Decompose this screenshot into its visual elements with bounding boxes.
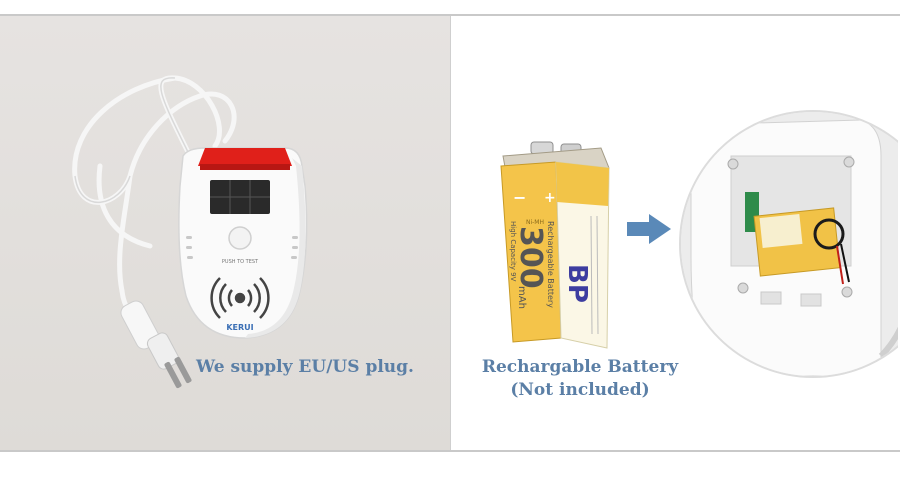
caption-battery-line1: Rechargable Battery <box>481 357 679 377</box>
detector-body: PUSH TO TEST KERUI <box>178 147 308 339</box>
battery-capacity: 300 <box>513 226 548 289</box>
alarm-led-cover <box>198 148 292 166</box>
caption-plug-note: We supply EU/US plug. <box>196 357 414 377</box>
battery-high-capacity-text: High Capacity 9V <box>509 221 517 282</box>
battery-chemistry-label: Ni-MH <box>526 219 544 226</box>
arrow-right-icon <box>627 214 671 244</box>
battery-compartment-inset <box>679 110 898 378</box>
speaker-grille-icon <box>210 277 270 319</box>
brand-logo: KERUI <box>226 323 253 332</box>
battery-minus-label: − <box>513 188 526 207</box>
gas-detector-photo: PUSH TO TEST KERUI <box>0 16 451 450</box>
battery-photo: − + Ni-MH 300 mAh Rechargeable Battery H… <box>451 16 898 450</box>
caption-battery-line2: (Not included) <box>510 380 650 400</box>
test-button[interactable] <box>228 226 252 250</box>
gas-detector-illustration: PUSH TO TEST KERUI <box>72 75 308 389</box>
nine-volt-battery: − + Ni-MH 300 mAh Rechargeable Battery H… <box>500 141 610 349</box>
battery-brand: BP <box>562 264 592 303</box>
image-frame <box>0 14 900 452</box>
battery-plus-label: + <box>544 190 556 206</box>
test-button-label: PUSH TO TEST <box>222 259 259 265</box>
battery-illustration: − + Ni-MH 300 mAh Rechargeable Battery H… <box>500 110 898 378</box>
side-vents <box>186 236 298 259</box>
caption-battery: Rechargable Battery (Not included) <box>470 356 690 402</box>
battery-unit: mAh <box>516 286 527 309</box>
eu-plug <box>120 300 192 389</box>
battery-rechargeable-text: Rechargeable Battery <box>546 221 555 308</box>
